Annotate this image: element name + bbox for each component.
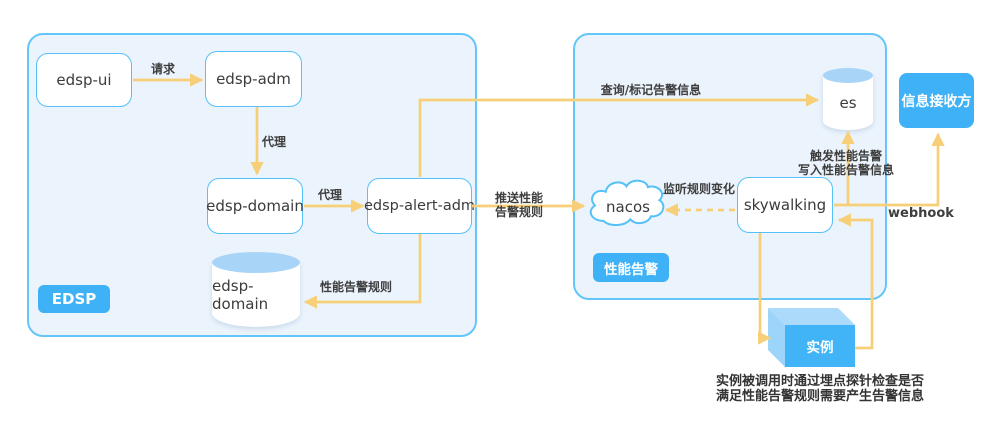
node-edsp-ui: edsp-ui xyxy=(36,53,132,107)
database-es-label: es xyxy=(823,75,873,130)
edge-label-proxy-1: 代理 xyxy=(261,135,286,149)
edsp-group-badge: EDSP xyxy=(38,285,110,313)
edge-label-push-rule: 推送性能 告警规则 xyxy=(487,191,551,219)
edge-label-push-rule-line2: 告警规则 xyxy=(494,204,543,219)
database-edsp-domain: edsp-domain xyxy=(212,252,300,327)
edge-label-request: 请求 xyxy=(150,62,175,76)
node-nacos: nacos xyxy=(582,172,674,236)
edge-label-listen-rule: 监听规则变化 xyxy=(662,182,735,196)
perf-alert-group-badge: 性能告警 xyxy=(593,253,669,282)
node-instance: 实例 xyxy=(785,325,855,367)
node-skywalking: skywalking xyxy=(737,177,833,233)
instance-caption: 实例被调用时通过埋点探针检查是否 满足性能告警规则需要产生告警信息 xyxy=(710,374,930,404)
cylinder-top-icon xyxy=(212,252,300,273)
cylinder-top-icon xyxy=(823,68,873,83)
node-edsp-adm: edsp-adm xyxy=(205,51,302,107)
edge-label-trigger-line1: 触发性能告警 xyxy=(809,149,882,163)
edge-label-proxy-2: 代理 xyxy=(317,188,342,202)
instance-caption-line2: 满足性能告警规则需要产生告警信息 xyxy=(715,389,924,404)
instance-caption-line1: 实例被调用时通过埋点探针检查是否 xyxy=(715,374,924,389)
edge-label-query-mark: 查询/标记告警信息 xyxy=(600,83,702,97)
database-es: es xyxy=(823,68,873,130)
node-receiver: 信息接收方 xyxy=(899,73,974,128)
node-edsp-domain: edsp-domain xyxy=(206,178,304,234)
edge-label-trigger-line2: 写入性能告警信息 xyxy=(797,163,894,177)
node-nacos-label: nacos xyxy=(606,197,650,216)
edge-label-trigger-write: 触发性能告警 写入性能告警信息 xyxy=(793,149,899,177)
cloud-icon xyxy=(589,179,665,226)
edge-label-webhook: webhook xyxy=(888,206,954,221)
edge-label-perf-rule: 性能告警规则 xyxy=(319,280,392,294)
edge-label-push-rule-line1: 推送性能 xyxy=(494,191,543,205)
node-edsp-alert-adm: edsp-alert-adm xyxy=(364,178,475,234)
